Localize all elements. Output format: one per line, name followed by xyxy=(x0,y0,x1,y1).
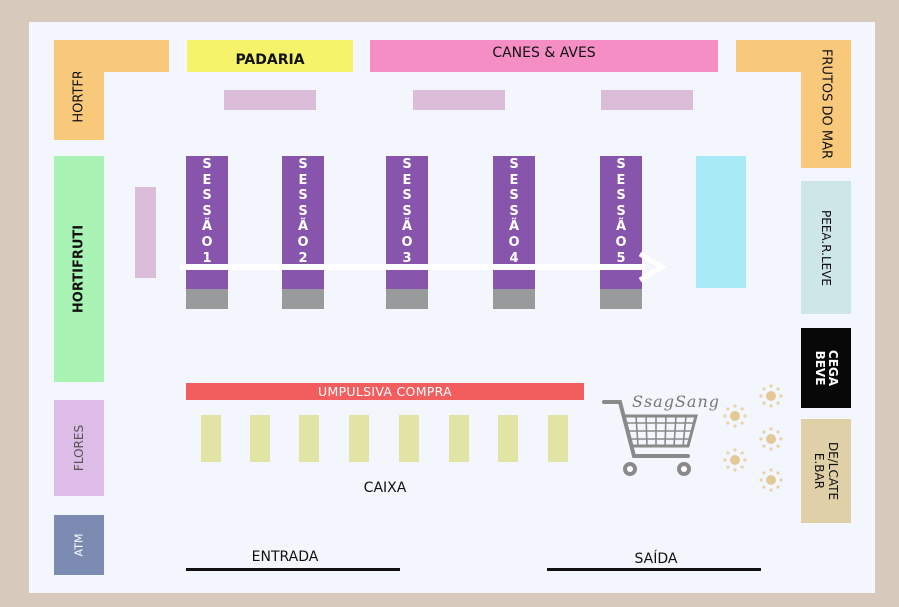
checkout-counter xyxy=(201,415,221,462)
route-arrow-icon xyxy=(180,252,667,282)
aisle-label-char: 5 xyxy=(616,250,626,266)
caixa-label: CAIXA xyxy=(340,478,430,498)
aisle-label-char: S xyxy=(202,157,212,172)
adega-bebe-section: CEGA BEVE xyxy=(801,328,851,408)
aisle-label-char: Ã xyxy=(508,219,520,235)
entrada-line xyxy=(186,568,400,571)
hortifruti-label: HORTIFRUTI xyxy=(71,224,87,314)
aisle-label-char: E xyxy=(202,172,212,188)
perecivel-leve-section: PEEA.R.LEVE xyxy=(801,181,851,314)
checkout-counter xyxy=(548,415,568,462)
shelf xyxy=(135,187,156,278)
delicatessen-bar-label: DE/LCATE E.BAR xyxy=(812,441,840,501)
flores-section: FLORES xyxy=(54,400,104,496)
aisle-label-char: S xyxy=(509,203,519,219)
impulse-purchase-label: UMPULSIVA COMPRA xyxy=(318,384,452,399)
aisle-label-char: 4 xyxy=(509,250,519,266)
aisle-label-char: S xyxy=(616,157,626,172)
adega-bebe-label: CEGA BEVE xyxy=(813,349,840,387)
padaria-section: PADARIA xyxy=(187,40,353,72)
frutos-do-mar-section: FRUTOS DO MAR xyxy=(801,40,851,168)
aisle-label-char: S xyxy=(202,203,212,219)
hortifruti-section: HORTIFRUTI xyxy=(54,156,104,382)
floor-area xyxy=(29,22,875,593)
aisle-label-char: O xyxy=(401,234,413,250)
shelf xyxy=(413,90,505,110)
aisle-label-char: S xyxy=(509,157,519,172)
aisle-label-char: E xyxy=(402,172,412,188)
checkout-counter xyxy=(399,415,419,462)
aisle-label-char: Ã xyxy=(297,219,309,235)
entrada-text: ENTRADA xyxy=(251,549,319,565)
aisle-label-char: O xyxy=(201,234,213,250)
aisle-label-char: O xyxy=(615,234,627,250)
aisle-label-char: S xyxy=(298,188,308,204)
aisle-label-char: S xyxy=(616,188,626,204)
refrigerated-shelf xyxy=(696,156,746,288)
perecivel-leve-label: PEEA.R.LEVE xyxy=(819,209,833,286)
aisle-label-char: S xyxy=(402,188,412,204)
sparkle-icon xyxy=(759,468,783,492)
shopping-cart-icon xyxy=(602,400,698,476)
aisle-label-char: S xyxy=(298,157,308,172)
shelf xyxy=(224,90,316,110)
saida-label: SAÍDA xyxy=(606,549,706,569)
checkout-counter xyxy=(449,415,469,462)
checkout-counter xyxy=(299,415,319,462)
aisle-label-char: 2 xyxy=(298,250,308,266)
aisle-label-char: E xyxy=(298,172,308,188)
flores-label: FLORES xyxy=(72,424,86,472)
logo-text-value: SsagSang xyxy=(632,392,720,411)
aisle-label-char: S xyxy=(202,188,212,204)
hortfria-section-top xyxy=(54,40,169,72)
caixa-text: CAIXA xyxy=(363,480,407,496)
aisle-label-char: E xyxy=(616,172,626,188)
aisle-label-char: E xyxy=(509,172,519,188)
aisle-label-char: 1 xyxy=(202,250,212,266)
atm-label: ATM xyxy=(72,533,86,557)
aisle-label-char: S xyxy=(616,203,626,219)
delicatessen-bar-section: DE/LCATE E.BAR xyxy=(801,419,851,523)
aisle-label-char: S xyxy=(402,157,412,172)
aisle-label-char: S xyxy=(402,203,412,219)
aisle-label-char: S xyxy=(509,188,519,204)
checkout-counter xyxy=(250,415,270,462)
aisle-label-char: O xyxy=(508,234,520,250)
shelf xyxy=(601,90,693,110)
checkout-counter xyxy=(349,415,369,462)
padaria-label: PADARIA xyxy=(235,52,305,68)
aisle-label-char: Ã xyxy=(401,219,413,235)
saida-line xyxy=(547,568,761,571)
carnes-aves-label: CANES & AVES xyxy=(492,45,596,61)
aisle-base xyxy=(282,289,324,309)
impulse-purchase-bar: UMPULSIVA COMPRA xyxy=(186,383,584,400)
carnes-aves-section: CANES & AVES xyxy=(370,40,718,72)
atm-section: ATM xyxy=(54,515,104,575)
checkout-counter xyxy=(498,415,518,462)
aisle-label-char: 3 xyxy=(402,250,412,266)
aisle-base xyxy=(493,289,535,309)
aisle-label-char: Ã xyxy=(615,219,627,235)
sparkle-icon xyxy=(723,448,747,472)
aisle-base xyxy=(186,289,228,309)
sparkle-icon xyxy=(759,384,783,408)
aisle-label-char: S xyxy=(298,203,308,219)
aisle-base xyxy=(386,289,428,309)
sparkle-icon xyxy=(759,427,783,451)
aisle-label-char: O xyxy=(297,234,309,250)
entrada-label: ENTRADA xyxy=(230,547,340,567)
frutos-do-mar-label: FRUTOS DO MAR xyxy=(818,48,834,160)
logo-text: SsagSang xyxy=(632,392,719,422)
aisle-label-char: Ã xyxy=(201,219,213,235)
aisle-base xyxy=(600,289,642,309)
saida-text: SAÍDA xyxy=(634,551,678,567)
sparkle-icon xyxy=(723,404,747,428)
